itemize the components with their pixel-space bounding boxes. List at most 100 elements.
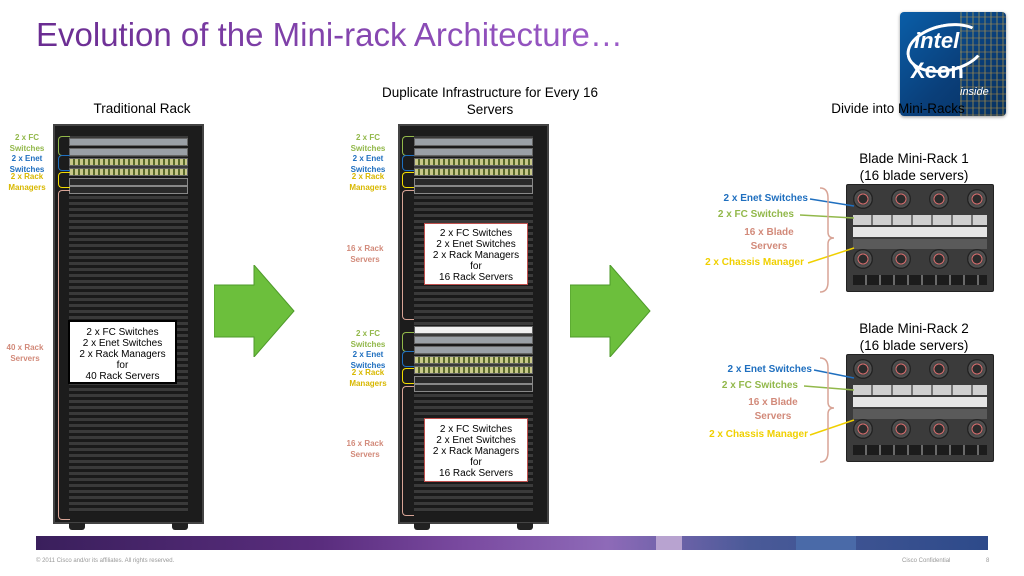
- page-number: 8: [986, 558, 990, 564]
- rack-manager-unit: [414, 178, 533, 186]
- blade-chassis-2: [846, 354, 994, 462]
- enet-switches-label: 2 x Enet Switches: [350, 154, 386, 174]
- traditional-rack-heading: Traditional Rack: [93, 101, 191, 116]
- summary-line: 2 x FC Switches: [86, 327, 159, 338]
- right-arrow-icon: [570, 265, 651, 357]
- enet-switch-unit: [414, 168, 533, 176]
- fc-switches-label: 2 x FC Switches: [350, 329, 386, 349]
- summary-line: 2 x FC Switches: [439, 228, 513, 239]
- fan-icon: [853, 249, 873, 269]
- manager-row: [853, 239, 987, 249]
- mini-rack-2-title: Blade Mini-Rack 2 (16 blade servers): [846, 320, 982, 354]
- mini-rack-2-sub: (16 blade servers): [859, 338, 969, 353]
- fan-icon: [967, 359, 987, 379]
- blade-chassis-1: [846, 184, 994, 292]
- blade-row: [853, 397, 987, 407]
- summary-line: for: [470, 457, 482, 468]
- blade-servers-label: 16 x Blade Servers: [738, 396, 808, 424]
- fan-icon: [891, 249, 911, 269]
- fc-switch-unit: [414, 346, 533, 354]
- rack-foot: [172, 523, 188, 530]
- fc-switches-label: 2 x FC Switches: [350, 133, 386, 153]
- enet-switch-unit: [414, 366, 533, 374]
- rack-servers-label: 16 x Rack Servers: [346, 439, 384, 459]
- blade-servers-line2: Servers: [750, 241, 788, 252]
- fc-bracket: [58, 136, 70, 156]
- mini-rack-2-name: Blade Mini-Rack 2: [859, 321, 969, 336]
- summary-line: 40 Rack Servers: [85, 371, 160, 382]
- servers-bracket: [58, 190, 70, 520]
- switch-row: [853, 385, 987, 395]
- logo-brand: intel: [914, 28, 960, 53]
- enet-switches-label: 2 x Enet Switches: [9, 154, 45, 174]
- enet-bracket: [402, 155, 414, 171]
- summary-line: for: [116, 360, 129, 371]
- summary-line: 2 x Enet Switches: [436, 435, 516, 446]
- footer-accent: [796, 536, 856, 550]
- blade-servers-line1: 16 x Blade: [744, 227, 794, 238]
- chassis-1-connectors: [800, 187, 855, 293]
- rack-foot: [517, 523, 533, 530]
- enet-switch-unit: [69, 158, 188, 166]
- fc-switch-unit: [414, 336, 533, 344]
- mini-rack-1-name: Blade Mini-Rack 1: [859, 151, 969, 166]
- fc-switch-unit: [69, 148, 188, 156]
- summary-line: 16 Rack Servers: [439, 468, 513, 479]
- blade-row: [853, 227, 987, 237]
- logo-tagline: inside: [960, 86, 989, 98]
- servers-bracket: [402, 190, 414, 320]
- fan-icon: [929, 189, 949, 209]
- summary-line: 2 x Rack Managers: [79, 349, 166, 360]
- rack-managers-label: 2 x Rack Managers: [8, 172, 46, 192]
- fan-icon: [853, 189, 873, 209]
- rack-manager-unit: [414, 376, 533, 384]
- enet-switch-unit: [414, 158, 533, 166]
- fan-icon: [891, 189, 911, 209]
- rack-manager-unit: [69, 186, 188, 194]
- fc-switches-label: 2 x FC Switches: [9, 133, 45, 153]
- enet-switch-unit: [414, 356, 533, 364]
- duplicate-summary-box: 2 x FC Switches 2 x Enet Switches 2 x Ra…: [424, 418, 528, 482]
- manager-bracket: [402, 172, 414, 188]
- summary-line: 2 x Rack Managers: [432, 446, 520, 457]
- psu-row: [853, 275, 987, 285]
- confidential-text: Cisco Confidential: [902, 558, 951, 564]
- fan-icon: [891, 419, 911, 439]
- enet-bracket: [402, 351, 414, 367]
- manager-row: [853, 409, 987, 419]
- enet-switches-label: 2 x Enet Switches: [723, 193, 808, 204]
- rack-manager-unit: [69, 178, 188, 186]
- summary-line: 16 Rack Servers: [439, 272, 513, 283]
- mini-racks-heading: Divide into Mini-Racks: [831, 101, 965, 116]
- fan-row: [853, 419, 987, 441]
- chassis-manager-label: 2 x Chassis Manager: [705, 257, 804, 268]
- logo-circuit-pattern: [960, 12, 1006, 116]
- rack-servers-label: 16 x Rack Servers: [346, 244, 384, 264]
- footer-bar: [36, 536, 988, 550]
- enet-switch-unit: [69, 168, 188, 176]
- manager-bracket: [58, 172, 70, 188]
- fan-row: [853, 189, 987, 211]
- summary-line: 2 x Enet Switches: [436, 239, 516, 250]
- fan-icon: [929, 419, 949, 439]
- rack-manager-unit: [414, 384, 533, 392]
- rack-manager-unit: [414, 186, 533, 194]
- fan-icon: [967, 189, 987, 209]
- blade-servers-line2: Servers: [754, 411, 792, 422]
- fan-icon: [967, 419, 987, 439]
- fan-row: [853, 249, 987, 271]
- fan-icon: [967, 249, 987, 269]
- fc-switches-label: 2 x FC Switches: [717, 209, 794, 220]
- fc-bracket: [402, 332, 414, 352]
- fc-switches-label: 2 x FC Switches: [721, 380, 798, 391]
- rack-servers-label: 40 x Rack Servers: [6, 343, 44, 363]
- right-arrow-icon: [214, 265, 295, 357]
- switch-row: [853, 215, 987, 225]
- traditional-summary-box: 2 x FC Switches 2 x Enet Switches 2 x Ra…: [68, 320, 177, 384]
- servers-bracket: [402, 386, 414, 516]
- fan-icon: [891, 359, 911, 379]
- intel-xeon-logo: intel Xeon inside: [900, 12, 1006, 116]
- fan-icon: [853, 419, 873, 439]
- blade-servers-label: 16 x Blade Servers: [734, 226, 804, 254]
- enet-switches-label: 2 x Enet Switches: [350, 350, 386, 370]
